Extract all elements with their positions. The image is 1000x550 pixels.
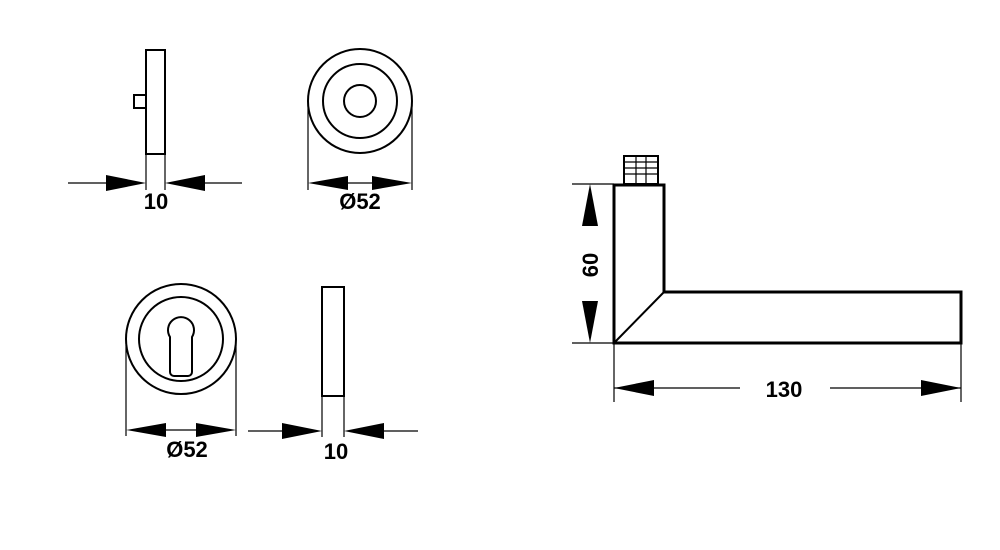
rose-spindle-hole [343, 84, 377, 118]
lever-height-label: 60 [578, 253, 603, 277]
rose-side-view: 10 [68, 49, 242, 214]
dimension-arrow [165, 175, 205, 191]
escutcheon-side-plate [321, 286, 345, 397]
escutcheon-inner-circle [138, 296, 224, 382]
escutcheon-side-view: 10 [248, 286, 418, 464]
dimension-arrow [282, 423, 322, 439]
dimension-arrow [344, 423, 384, 439]
escutcheon-front-view: Ø52 [125, 283, 237, 462]
dimension-arrow [921, 380, 961, 396]
escutcheon-diameter-label: Ø52 [166, 437, 208, 462]
euro-cylinder-cutout [167, 316, 195, 377]
lever-length-label: 130 [766, 377, 803, 402]
dimension-arrow [582, 301, 598, 343]
lever-handle-view: 60 130 [572, 155, 963, 402]
rose-middle-circle [322, 63, 398, 139]
lever-body [612, 183, 963, 345]
lever-miter-line [613, 291, 665, 344]
dimension-arrow [126, 423, 166, 437]
spindle-connector [623, 155, 659, 185]
rose-diameter-label: Ø52 [339, 189, 381, 214]
dimension-arrow [308, 176, 348, 190]
escutcheon-outer-circle [125, 283, 237, 395]
escutcheon-side-width-label: 10 [324, 439, 348, 464]
dimension-arrow [196, 423, 236, 437]
rose-side-plate [145, 49, 166, 155]
dimension-arrow [582, 184, 598, 226]
rose-front-view: Ø52 [307, 48, 413, 214]
dimension-arrow [372, 176, 412, 190]
rose-side-tab [133, 94, 147, 109]
rose-side-width-label: 10 [144, 189, 168, 214]
dimension-arrow [106, 175, 146, 191]
dimension-arrow [614, 380, 654, 396]
